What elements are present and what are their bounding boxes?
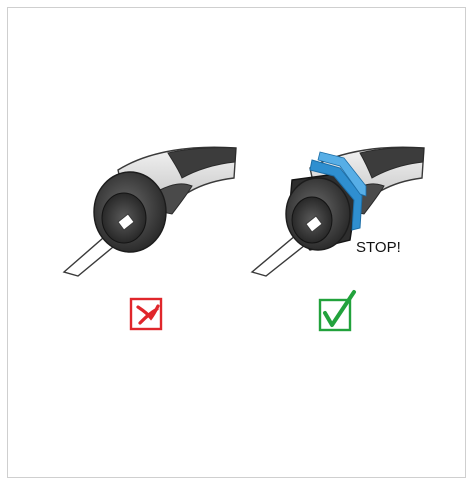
check-icon xyxy=(318,290,356,332)
cross-icon xyxy=(129,297,163,331)
diagram-frame xyxy=(7,7,466,478)
screwdriver-right: STOP! xyxy=(250,146,425,277)
blue-tape-band-2 xyxy=(317,151,367,197)
stop-label: STOP! xyxy=(356,239,401,256)
blue-tape-band xyxy=(309,159,363,231)
screwdriver-left xyxy=(62,146,237,277)
grip-right-1 xyxy=(359,147,425,179)
grip-left-1 xyxy=(167,147,237,179)
shaft-left-tip xyxy=(117,213,135,231)
shaft-right-tip xyxy=(305,215,323,233)
grip-left-2 xyxy=(159,183,193,215)
